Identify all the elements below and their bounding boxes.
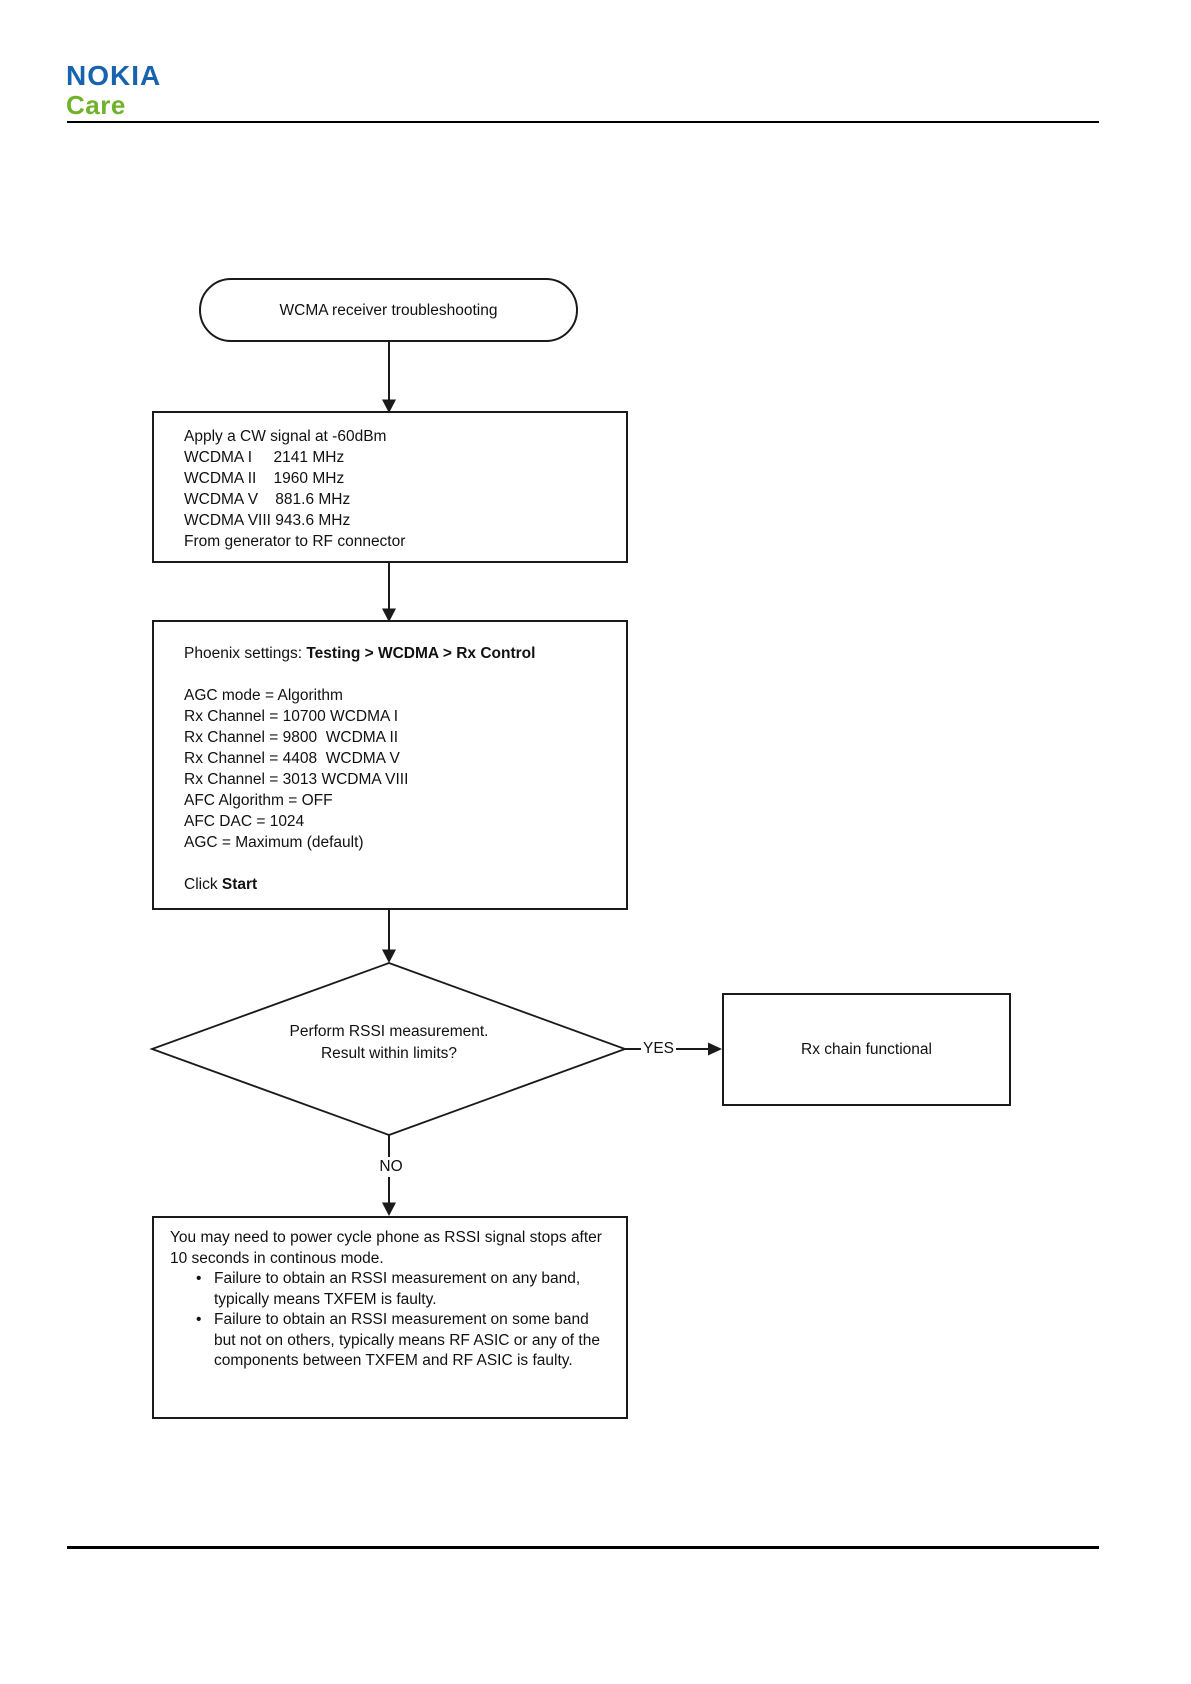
care-logo: Care xyxy=(66,90,126,120)
no-edge-label: NO xyxy=(372,1157,410,1177)
header-rule xyxy=(67,121,1099,123)
bullet-icon: • xyxy=(196,1311,202,1328)
bullet-icon: • xyxy=(196,1270,202,1287)
arrowhead-3 xyxy=(382,949,396,963)
failure-bullet-1: • Failure to obtain an RSSI measurement … xyxy=(170,1269,602,1310)
footer-rule xyxy=(67,1546,1099,1549)
failure-info-node: You may need to power cycle phone as RSS… xyxy=(152,1216,628,1419)
failure-bullet-1-text: Failure to obtain an RSSI measurement on… xyxy=(214,1270,581,1308)
failure-bullet-2-text: Failure to obtain an RSSI measurement on… xyxy=(214,1311,600,1369)
arrowhead-4 xyxy=(382,1202,396,1216)
apply-signal-node: Apply a CW signal at -60dBm WCDMA I 2141… xyxy=(152,411,628,563)
arrowhead-2 xyxy=(382,608,396,622)
start-node: WCMA receiver troubleshooting xyxy=(199,278,578,342)
nokia-logo: NOKIA xyxy=(66,60,162,91)
decision-label: Perform RSSI measurement. Result within … xyxy=(289,1023,489,1062)
arrowhead-1 xyxy=(382,399,396,413)
phoenix-settings-heading: Phoenix settings: Testing > WCDMA > Rx C… xyxy=(184,643,626,664)
click-start-bold: Start xyxy=(221,876,258,893)
failure-paragraph: You may need to power cycle phone as RSS… xyxy=(170,1229,602,1267)
phoenix-settings-prefix: Phoenix settings: xyxy=(184,645,307,662)
rx-functional-label: Rx chain functional xyxy=(801,1041,932,1058)
phoenix-settings-node: Phoenix settings: Testing > WCDMA > Rx C… xyxy=(152,620,628,910)
phoenix-click-start: Click Start xyxy=(184,874,626,895)
phoenix-settings-list: AGC mode = Algorithm Rx Channel = 10700 … xyxy=(184,687,409,851)
arrowhead-5 xyxy=(708,1042,722,1056)
yes-edge-label: YES xyxy=(641,1039,677,1059)
start-node-label: WCMA receiver troubleshooting xyxy=(279,301,498,319)
phoenix-settings-path: Testing > WCDMA > Rx Control xyxy=(306,645,536,662)
failure-bullet-2: • Failure to obtain an RSSI measurement … xyxy=(170,1310,602,1372)
rx-functional-node: Rx chain functional xyxy=(722,993,1011,1106)
click-prefix: Click xyxy=(184,876,222,893)
